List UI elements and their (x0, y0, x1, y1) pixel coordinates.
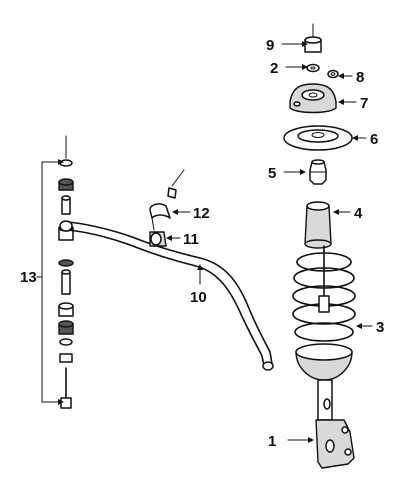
washer (306, 63, 320, 73)
strut-nut (304, 23, 322, 53)
callout-7: 7 (360, 95, 368, 112)
callout-4: 4 (354, 205, 363, 222)
callout-3: 3 (376, 319, 384, 336)
bushing-bracket (149, 169, 185, 231)
stabilizer-bushing (149, 231, 167, 247)
stabilizer-bar (59, 220, 274, 371)
callout-8: 8 (356, 69, 364, 86)
bump-stop (309, 159, 327, 185)
spring-seat (283, 125, 353, 151)
callout-5: 5 (268, 165, 276, 182)
callout-2: 2 (270, 60, 278, 77)
callout-11: 11 (183, 231, 199, 248)
dust-boot (304, 201, 332, 249)
leader-lines (166, 41, 373, 443)
callout-1: 1 (268, 433, 276, 450)
strut-mount (289, 83, 337, 114)
callout-13-bracket (41, 159, 64, 405)
strut-assembly (295, 245, 355, 469)
stabilizer-link-assembly (58, 135, 74, 409)
small-nut (327, 69, 339, 79)
callout-9: 9 (266, 37, 274, 54)
callout-6: 6 (370, 131, 378, 148)
callout-13: 13 (20, 269, 37, 286)
callout-10: 10 (190, 289, 207, 306)
callout-labels: 1 2 3 4 5 6 7 8 9 10 11 12 13 (20, 37, 384, 450)
callout-12: 12 (193, 205, 210, 222)
